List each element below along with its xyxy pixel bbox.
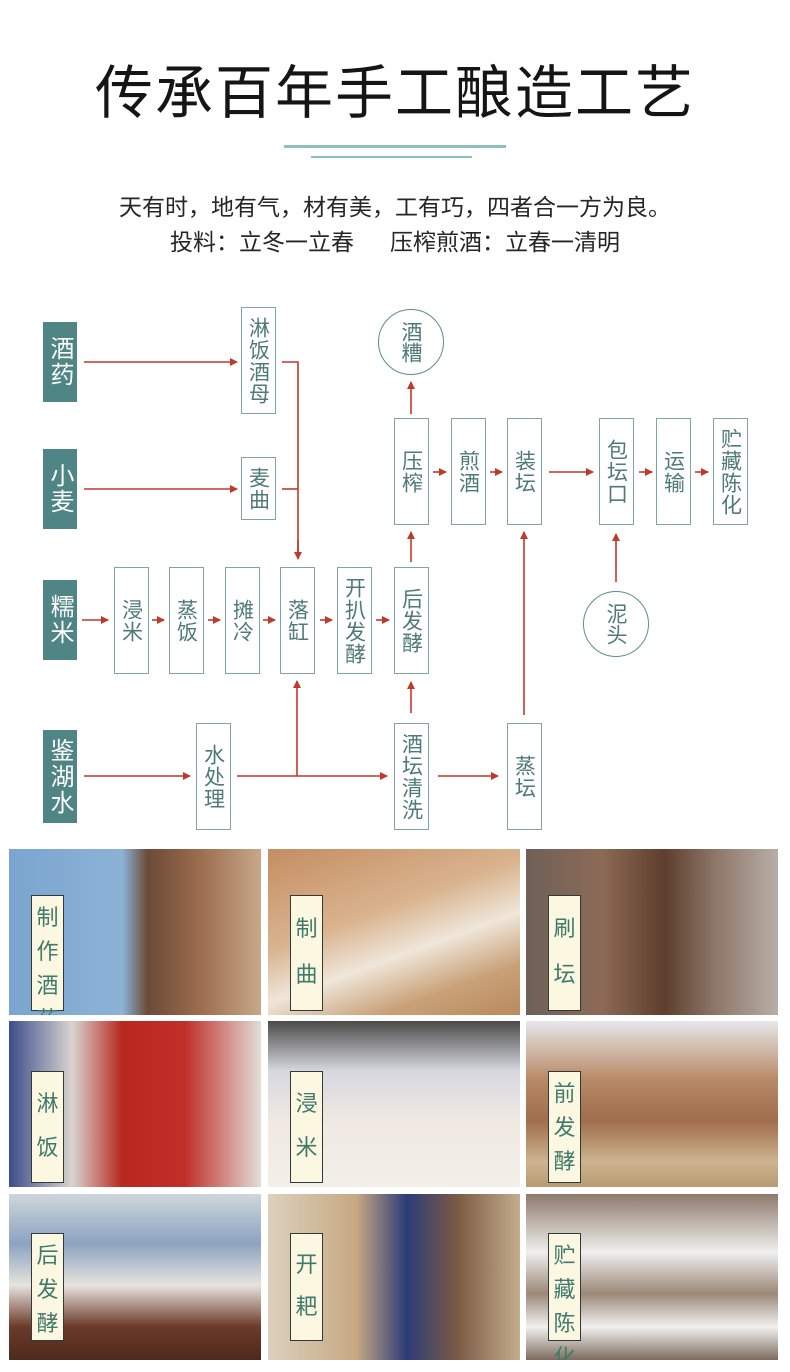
photo-label-char: 开: [295, 1252, 318, 1278]
node-zhengtan: 蒸坛: [507, 723, 542, 830]
flow-connectors: [82, 358, 709, 780]
photo-linfan: 淋饭: [9, 1021, 261, 1187]
node-jiutan-qingxi: 酒坛清洗: [394, 723, 429, 830]
title-divider-bottom: [311, 156, 472, 158]
photo-label: 后发酵: [31, 1233, 64, 1341]
source-jiuyao: 酒药: [43, 322, 77, 402]
page-title: 传承百年手工酿造工艺: [94, 59, 695, 127]
node-zhengfan: 蒸饭: [169, 567, 204, 674]
node-jinmi: 浸米: [114, 567, 149, 674]
source-water: 鉴湖水: [43, 730, 77, 823]
photo-label: 制作酒药: [31, 895, 64, 1015]
photo-label-char: 化: [553, 1346, 576, 1360]
photo-zhiqu: 制曲: [268, 849, 520, 1015]
source-xiaomai: 小麦: [43, 449, 77, 529]
photo-label-char: 贮: [553, 1244, 576, 1269]
photo-label-char: 发: [36, 1278, 59, 1303]
photo-label-char: 作: [36, 940, 59, 965]
photo-label-char: 制: [295, 917, 318, 943]
slogan-text: 天有时，地有气，材有美，工有巧，四者合一方为良。: [119, 195, 671, 221]
photo-label-char: 坛: [553, 962, 576, 988]
photo-label: 刷坛: [548, 895, 581, 1011]
photo-label-char: 饭: [36, 1136, 59, 1161]
photo-shuatan: 刷坛: [526, 849, 778, 1015]
photo-label-char: 药: [36, 1004, 58, 1015]
byproduct-jiuzao: 酒糟: [378, 309, 444, 375]
photo-label-char: 淋: [36, 1092, 59, 1117]
photo-hou-fajiao: 后发酵: [9, 1194, 261, 1360]
connector-linfan-bus: [282, 361, 299, 556]
photo-zhizuo-jiuyao: 制作酒药: [9, 849, 261, 1015]
photo-label-char: 酵: [36, 1312, 59, 1337]
photo-label-char: 曲: [295, 962, 318, 988]
photo-jinmi: 浸米: [268, 1021, 520, 1187]
season-feed-text: 投料：立冬一立春: [170, 230, 354, 256]
photo-label-char: 酵: [553, 1150, 576, 1175]
node-yazha: 压榨: [394, 418, 429, 525]
photo-label: 前发酵: [548, 1071, 581, 1183]
node-tanleng: 摊冷: [225, 567, 260, 674]
node-zhuangtan: 装坛: [507, 418, 542, 525]
photo-label-char: 发: [553, 1116, 576, 1141]
photo-label: 贮藏陈化: [548, 1233, 581, 1360]
photo-label-char: 刷: [553, 917, 576, 943]
node-luogang: 落缸: [280, 567, 315, 674]
photo-zhucang-chenhua: 贮藏陈化: [526, 1194, 778, 1360]
photo-kaipa: 开耙: [268, 1194, 520, 1360]
node-jianjiu: 煎酒: [451, 418, 486, 525]
photo-label: 淋饭: [31, 1071, 64, 1183]
source-nuomi: 糯米: [43, 580, 77, 660]
title-divider-top: [284, 145, 506, 148]
photo-label-char: 前: [553, 1082, 576, 1107]
photo-qian-fajiao: 前发酵: [526, 1021, 778, 1187]
season-text: 投料：立冬一立春 压榨煎酒：立春一清明: [0, 228, 790, 258]
photo-label: 制曲: [290, 895, 323, 1011]
photo-label-char: 后: [36, 1244, 59, 1269]
node-zhucang-chenhua: 贮藏陈化: [713, 418, 748, 525]
node-hou-fajiao: 后发酵: [394, 567, 429, 674]
photo-label: 开耙: [290, 1233, 323, 1341]
node-maiqu: 麦曲: [241, 457, 276, 520]
photo-label-char: 陈: [553, 1312, 576, 1337]
node-shuichuli: 水处理: [196, 723, 231, 830]
season-press-text: 压榨煎酒：立春一清明: [390, 230, 620, 256]
node-kaipa-fajiao: 开扒发酵: [337, 567, 372, 674]
node-yunshu: 运输: [656, 418, 691, 525]
photo-label-char: 浸: [295, 1092, 318, 1117]
brewing-flowchart: 酒药 小麦 糯米 鉴湖水 淋饭酒母 麦曲 浸米 蒸饭 摊冷 落缸 开扒发酵 后发…: [43, 307, 748, 830]
photo-label-char: 耙: [295, 1295, 318, 1321]
photo-label: 浸米: [290, 1071, 323, 1183]
photo-label-char: 制: [36, 906, 59, 931]
node-baotankou: 包坛口: [599, 418, 634, 525]
node-linfan-jiumu: 淋饭酒母: [241, 307, 276, 414]
photo-label-char: 酒: [36, 974, 59, 999]
photo-label-char: 藏: [553, 1278, 576, 1303]
byproduct-nitou: 泥头: [583, 591, 649, 657]
photo-label-char: 米: [295, 1136, 318, 1161]
